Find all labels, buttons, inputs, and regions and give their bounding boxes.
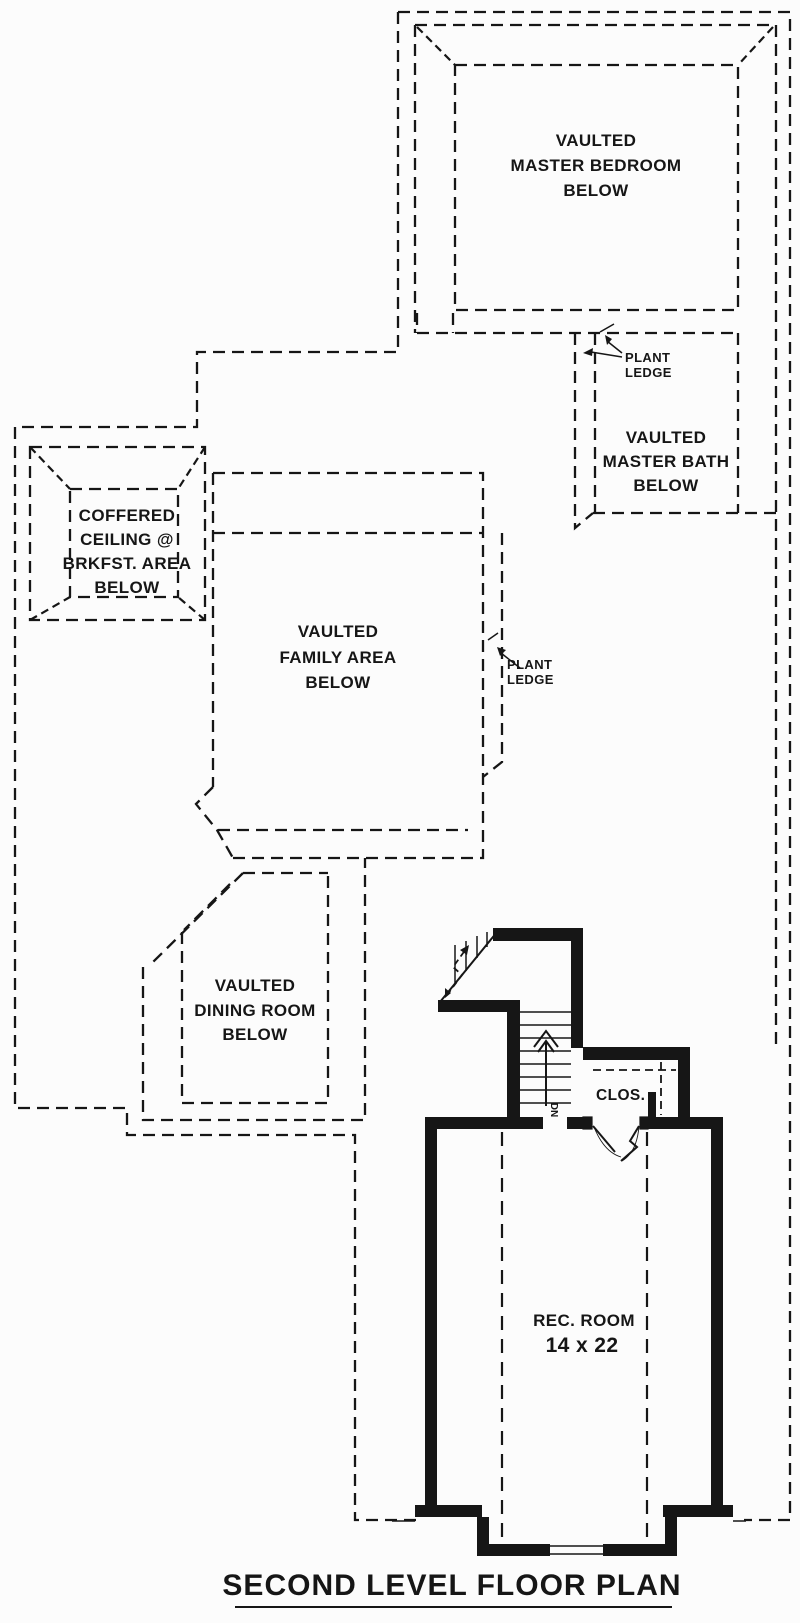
vault-corner-lines [416, 26, 774, 66]
arrowhead-icon [460, 945, 469, 955]
family-area: VAULTED FAMILY AREA BELOW [194, 471, 504, 860]
master-bath-label: MASTER BATH [603, 452, 730, 471]
rec-room-wall [425, 1117, 543, 1129]
leader-tick [599, 323, 615, 333]
rec-room-wall [711, 1117, 723, 1507]
master-bedroom-label: BELOW [563, 181, 629, 200]
rec-room: REC. ROOM 14 x 22 [392, 1117, 746, 1556]
family-area-label: BELOW [305, 673, 371, 692]
arrowhead-icon [583, 348, 593, 356]
plant-ledge-label: PLANT [625, 350, 670, 365]
arrowhead-icon [497, 647, 506, 656]
plant-ledge-callout-upper: PLANT LEDGE [583, 323, 672, 380]
rec-room-wall [415, 1505, 482, 1517]
stair-wall [571, 941, 583, 1048]
arrowhead-icon [445, 988, 451, 998]
bay-wall [477, 1544, 550, 1556]
rec-room-label: REC. ROOM [533, 1311, 635, 1330]
stair-wall [493, 928, 583, 941]
coffered-label: CEILING @ [80, 530, 174, 549]
master-bedroom-area: VAULTED MASTER BEDROOM BELOW [413, 23, 778, 1047]
plant-ledge-label: LEDGE [625, 365, 672, 380]
stair-wall [438, 1000, 520, 1012]
dining-room-label: DINING ROOM [194, 1001, 316, 1020]
master-bath-label: VAULTED [626, 428, 707, 447]
rec-room-wall [663, 1505, 733, 1517]
coffered-ceiling-area: COFFERED CEILING @ BRKFST. AREA BELOW [28, 445, 207, 622]
leader-line [500, 652, 521, 669]
plant-ledge-callout-family: PLANT LEDGE [487, 632, 554, 687]
leader-lines [590, 340, 623, 358]
coffered-label: BELOW [94, 578, 160, 597]
rec-room-wall [425, 1117, 437, 1507]
arrowhead-icon [533, 1029, 559, 1053]
master-bath-label: BELOW [633, 476, 699, 495]
closet-shelf-line [593, 1062, 676, 1115]
closet: CLOS. [582, 1047, 690, 1162]
family-area-label: VAULTED [298, 622, 379, 641]
bay-wall [603, 1544, 677, 1556]
door-leaf [592, 1125, 616, 1153]
plan-title-block: SECOND LEVEL FLOOR PLAN [222, 1569, 681, 1608]
door-leaf [620, 1125, 640, 1162]
plant-ledge-label: PLANT [507, 657, 552, 672]
coffer-corner-lines [29, 446, 206, 621]
arrowhead-icon [605, 335, 612, 345]
master-bath-area: VAULTED MASTER BATH BELOW [573, 333, 777, 531]
dining-room-label: BELOW [222, 1025, 288, 1044]
master-bedroom-label: MASTER BEDROOM [511, 156, 682, 175]
closet-wall [678, 1060, 690, 1117]
rec-room-dimensions: 14 x 22 [546, 1334, 619, 1357]
stair-break-line [446, 948, 467, 996]
plant-ledge-label: LEDGE [507, 672, 554, 687]
family-area-label: FAMILY AREA [279, 648, 396, 667]
plan-boundary-outline [13, 10, 792, 1522]
page-title: SECOND LEVEL FLOOR PLAN [222, 1569, 681, 1602]
coffered-label: BRKFST. AREA [63, 554, 192, 573]
stair-wall [507, 1012, 520, 1117]
stair-direction-label: DN [548, 1103, 559, 1117]
rec-room-wall [567, 1117, 592, 1129]
master-bedroom-label: VAULTED [556, 131, 637, 150]
closet-wall [583, 1047, 690, 1060]
window [550, 1545, 603, 1555]
coffered-label: COFFERED [79, 506, 176, 525]
dining-room-area: VAULTED DINING ROOM BELOW [141, 858, 367, 1122]
closet-label: CLOS. [596, 1087, 645, 1104]
closet-wall [648, 1092, 656, 1117]
door-swing-arc [621, 1125, 640, 1162]
rec-room-wall [640, 1117, 723, 1129]
staircase: DN [438, 928, 583, 1117]
door-swing-arc [593, 1126, 622, 1158]
leader-tick [487, 632, 499, 641]
dining-room-label: VAULTED [215, 976, 296, 995]
